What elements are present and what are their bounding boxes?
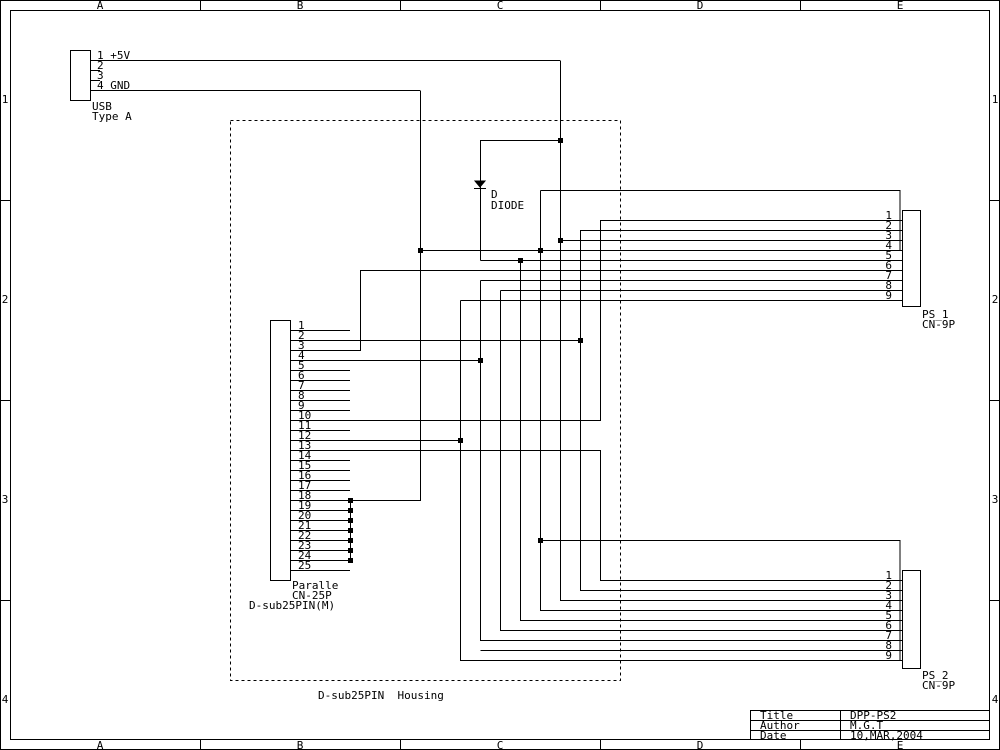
parallel-value-label: D-sub25PIN(M): [249, 599, 335, 612]
frame-col-top-b: B: [297, 0, 304, 12]
ps1-pin-3-label: 3: [885, 229, 892, 242]
ps2-pin-6-label: 6: [885, 619, 892, 632]
date-value: 10,MAR,2004: [850, 729, 923, 742]
parallel-pin-2-label: 2: [298, 329, 305, 342]
title-value: DPP-PS2: [850, 709, 896, 722]
ps2-pin-9-label: 9: [885, 649, 892, 662]
ps2-pin-7-label: 7: [885, 629, 892, 642]
frame-row-labels: 1 2 3 4 1 2 3 4: [2, 93, 999, 706]
ps1-pin-6-label: 6: [885, 259, 892, 272]
parallel-pin-22-label: 22: [298, 529, 311, 542]
ps1-pin-5-label: 5: [885, 249, 892, 262]
ps2-pin-1-label: 1: [885, 569, 892, 582]
ps1-part-label: CN-9P: [922, 318, 955, 331]
author-value: M.G.T: [850, 719, 883, 732]
parallel-pin-5-label: 5: [298, 359, 305, 372]
parallel-name-label: Paralle: [292, 579, 338, 592]
ps1-pin-7-label: 7: [885, 269, 892, 282]
parallel-pin-1-label: 1: [298, 319, 305, 332]
ps2-part-label: CN-9P: [922, 679, 955, 692]
frame-col-bottom-a: A: [97, 739, 104, 750]
frame-row-left-1: 1: [2, 93, 9, 106]
ps1-pin-9-label: 9: [885, 289, 892, 302]
ps2-pin-8-label: 8: [885, 639, 892, 652]
parallel-pin-13-label: 13: [298, 439, 311, 452]
ps1-pin-4-label: 4: [885, 239, 892, 252]
parallel-pin-4-label: 4: [298, 349, 305, 362]
parallel-pin-3-label: 3: [298, 339, 305, 352]
frame-row-left-2: 2: [2, 293, 9, 306]
parallel-pin-24-label: 24: [298, 549, 312, 562]
parallel-connector: 1234567891011121314151617181920212223242…: [249, 319, 350, 612]
parallel-pin-9-label: 9: [298, 399, 305, 412]
frame-column-labels: A B C D E A B C D E: [97, 0, 904, 750]
housing-label: D-sub25PIN Housing: [318, 689, 444, 702]
parallel-pin-group: 1234567891011121314151617181920212223242…: [290, 319, 350, 572]
author-label: Author: [760, 719, 800, 732]
parallel-pin-14-label: 14: [298, 449, 312, 462]
diode-ref-label: D: [491, 188, 498, 201]
frame-row-left-4: 4: [2, 693, 9, 706]
parallel-part-label: CN-25P: [292, 589, 332, 602]
parallel-pin-16-label: 16: [298, 469, 311, 482]
usb-name-label: USB: [92, 100, 112, 113]
ps1-name-label: PS_1: [922, 308, 949, 321]
frame-row-right-3: 3: [992, 493, 999, 506]
title-label: Title: [760, 709, 793, 722]
frame-col-top-d: D: [697, 0, 704, 12]
diode-symbol: D DIODE: [473, 180, 524, 212]
parallel-pin-8-label: 8: [298, 389, 305, 402]
net-wires: [290, 60, 901, 661]
frame-row-right-1: 1: [992, 93, 999, 106]
parallel-pin-15-label: 15: [298, 459, 311, 472]
parallel-pin-25-label: 25: [298, 559, 311, 572]
parallel-pin-17-label: 17: [298, 479, 311, 492]
parallel-pin-23-label: 23: [298, 539, 311, 552]
usb-pin-2-label: 2: [97, 59, 104, 72]
parallel-pin-12-label: 12: [298, 429, 311, 442]
usb-pin-4-label: 4 GND: [97, 79, 130, 92]
parallel-pin-18-label: 18: [298, 489, 311, 502]
ps2-pin-3-label: 3: [885, 589, 892, 602]
usb-pin-3-label: 3: [97, 69, 104, 82]
frame-col-top-c: C: [497, 0, 504, 12]
usb-type-label: Type A: [92, 110, 132, 123]
usb-connector: 1 +5V 2 3 4 GND USB Type A: [70, 49, 560, 123]
parallel-pin-7-label: 7: [298, 379, 305, 392]
frame-col-top-e: E: [897, 0, 904, 12]
title-block: Title DPP-PS2 Author M.G.T Date 10,MAR,2…: [750, 709, 990, 742]
parallel-pin-20-label: 20: [298, 509, 311, 522]
frame-row-left-3: 3: [2, 493, 9, 506]
housing-outline: [230, 120, 621, 681]
frame-col-bottom-e: E: [897, 739, 904, 750]
ps2-pin-4-label: 4: [885, 599, 892, 612]
date-label: Date: [760, 729, 787, 742]
ps2-pin-2-label: 2: [885, 579, 892, 592]
frame-col-bottom-b: B: [297, 739, 304, 750]
parallel-pin-11-label: 11: [298, 419, 311, 432]
usb-pin-1-label: 1 +5V: [97, 49, 130, 62]
ps2-pin-5-label: 5: [885, 609, 892, 622]
frame-col-bottom-d: D: [697, 739, 704, 750]
ps2-name-label: PS_2: [922, 669, 949, 682]
ps1-pin-2-label: 2: [885, 219, 892, 232]
frame-row-right-4: 4: [992, 693, 999, 706]
frame-col-top-a: A: [97, 0, 104, 12]
parallel-pin-21-label: 21: [298, 519, 311, 532]
ps1-pin-8-label: 8: [885, 279, 892, 292]
frame-col-bottom-c: C: [497, 739, 504, 750]
ps1-pin-1-label: 1: [885, 209, 892, 222]
diode-value-label: DIODE: [491, 199, 524, 212]
frame-row-right-2: 2: [992, 293, 999, 306]
parallel-pin-19-label: 19: [298, 499, 311, 512]
parallel-pin-6-label: 6: [298, 369, 305, 382]
parallel-pin-10-label: 10: [298, 409, 311, 422]
junction-dots: [348, 138, 583, 563]
